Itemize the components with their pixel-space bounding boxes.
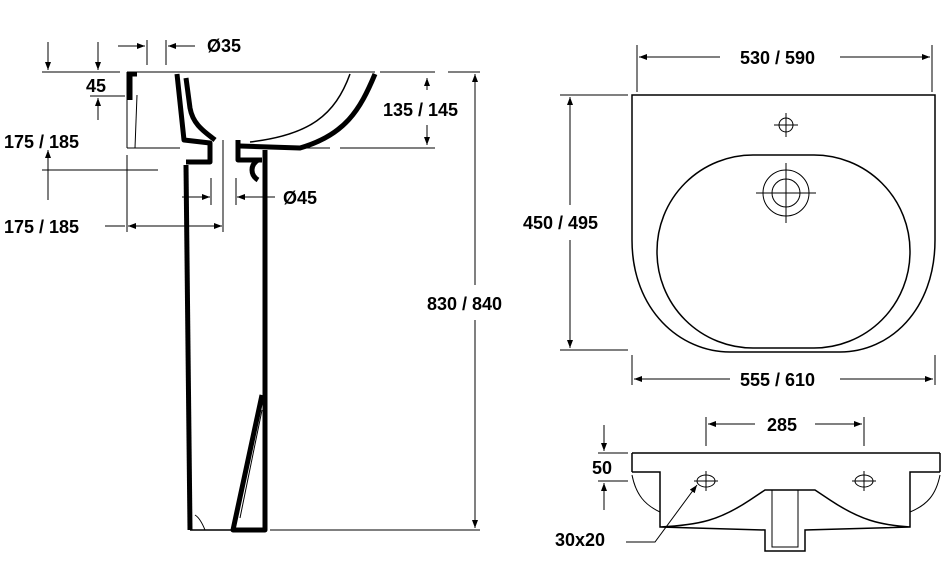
- tap-hole-diameter-label: Ø35: [207, 36, 241, 56]
- rim-to-drain-label: 175 / 185: [4, 132, 79, 152]
- fixing-height-label: 50: [592, 458, 612, 478]
- waste-diameter-label: Ø45: [283, 188, 317, 208]
- fixing-hole-left: [694, 471, 718, 491]
- inner-width-label: 530 / 590: [740, 48, 815, 68]
- basin-outline-front: [631, 452, 941, 552]
- fixing-hole-right: [852, 471, 876, 491]
- fixing-spacing-label: 285: [767, 415, 797, 435]
- bowl-outline: [656, 154, 911, 349]
- basin-pedestal-outline: [126, 71, 378, 533]
- top-view: 530 / 590 450 / 495 555 / 610: [523, 45, 936, 390]
- drain-hole: [756, 163, 816, 223]
- side-dimensions: Ø35 45 175 / 185 135 / 145 Ø45 175 / 185…: [4, 36, 502, 531]
- wall-to-waste-label: 175 / 185: [4, 217, 79, 237]
- fixing-hole-size-label: 30x20: [555, 530, 605, 550]
- side-view: Ø35 45 175 / 185 135 / 145 Ø45 175 / 185…: [4, 36, 502, 533]
- total-height-label: 830 / 840: [427, 294, 502, 314]
- basin-outline-top: [631, 94, 936, 353]
- depth-label: 450 / 495: [523, 213, 598, 233]
- front-view: 285 50 30x20: [555, 415, 941, 552]
- outer-width-label: 555 / 610: [740, 370, 815, 390]
- bowl-depth-label: 135 / 145: [383, 100, 458, 120]
- overflow-height-label: 45: [86, 76, 106, 96]
- tap-hole: [774, 113, 798, 137]
